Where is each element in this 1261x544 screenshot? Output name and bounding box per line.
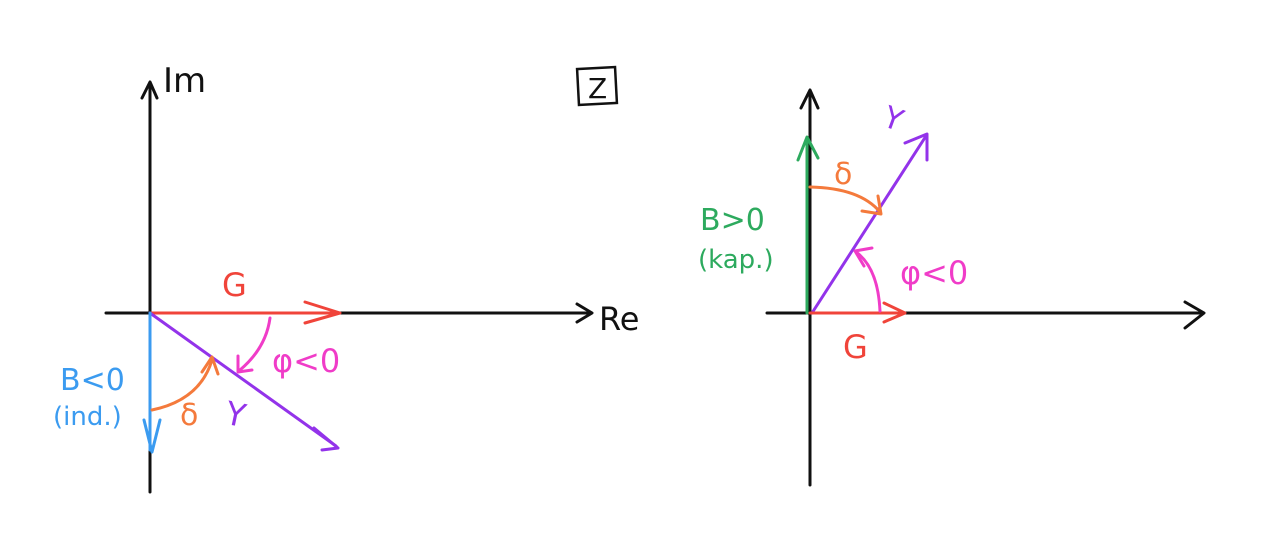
left-b-vector — [142, 311, 162, 454]
right-g-vector — [808, 301, 907, 324]
right-y-vector — [810, 132, 929, 315]
left-axis-re-label: Re — [599, 300, 639, 338]
boxed-z-label: Z — [575, 65, 619, 107]
left-b-note: (ind.) — [53, 402, 122, 432]
right-phi-arc — [853, 246, 882, 313]
left-phasor-diagram: Im Re Z G Y B<0 (ind.) φ<0 — [53, 61, 639, 494]
right-delta-arc — [808, 185, 883, 216]
left-axis-im-label: Im — [163, 61, 206, 101]
right-phasor-diagram: B>0 (kap.) Y G δ φ<0 — [698, 88, 1206, 487]
left-g-vector — [148, 300, 342, 325]
right-b-label: B>0 — [700, 203, 765, 238]
right-y-label: Y — [878, 100, 909, 140]
right-b-note: (kap.) — [698, 245, 774, 275]
right-real-axis — [765, 300, 1206, 330]
left-b-label: B<0 — [60, 363, 125, 398]
left-delta-arc — [150, 355, 220, 412]
left-delta-label: δ — [180, 398, 198, 433]
left-y-label: Y — [221, 394, 249, 436]
right-delta-label: δ — [834, 157, 852, 192]
boxed-z-text: Z — [588, 72, 607, 105]
left-y-vector — [148, 311, 340, 452]
left-g-label: G — [222, 266, 247, 304]
right-imag-axis — [799, 88, 820, 487]
right-phi-label: φ<0 — [900, 254, 968, 292]
left-phi-arc — [236, 316, 272, 374]
right-g-label: G — [843, 328, 868, 366]
right-b-vector — [796, 135, 820, 315]
left-phi-label: φ<0 — [272, 342, 340, 380]
